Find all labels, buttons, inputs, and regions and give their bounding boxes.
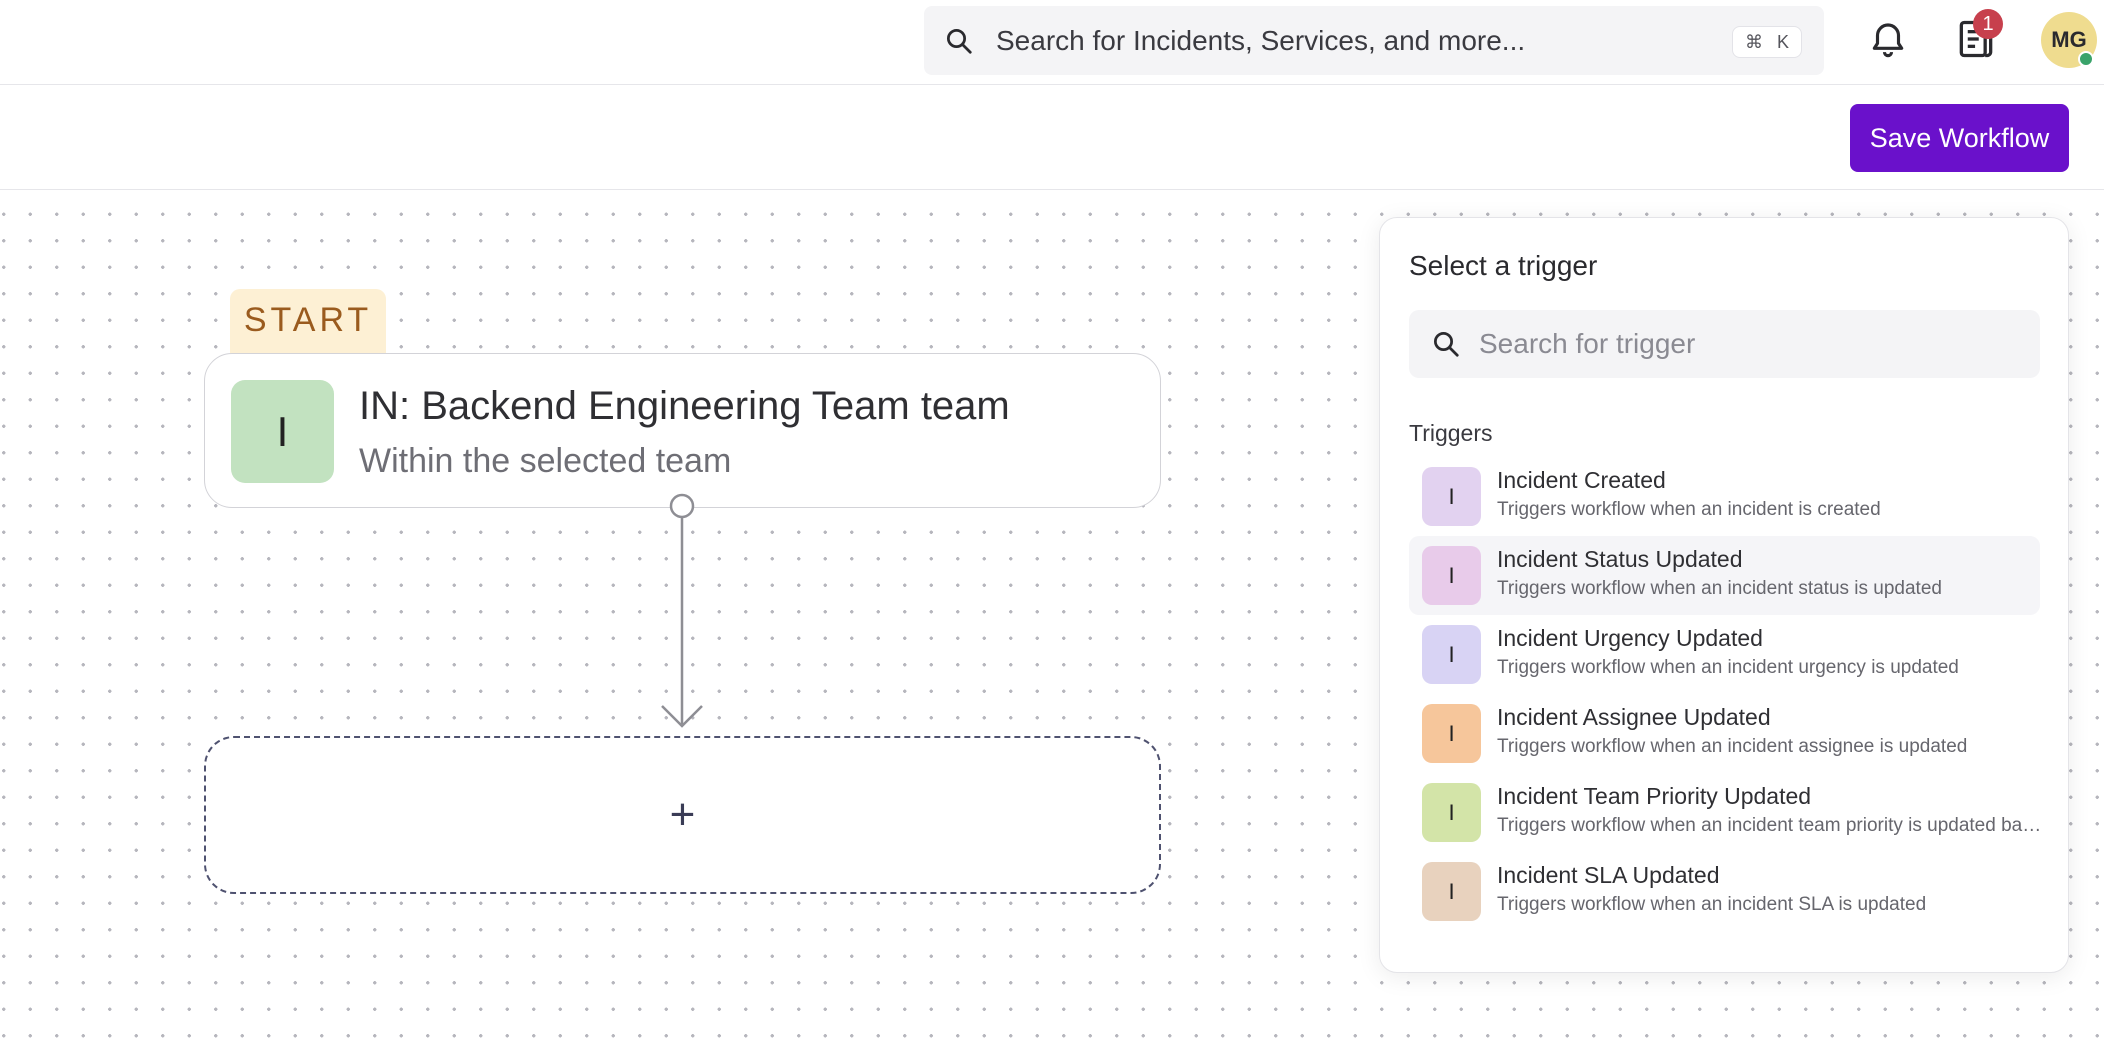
notification-badge: 1 <box>1973 9 2003 39</box>
trigger-title: Incident Created <box>1497 467 1666 493</box>
trigger-title: Incident SLA Updated <box>1497 862 1720 888</box>
online-status-dot <box>2078 51 2094 67</box>
trigger-item-incident-team-priority-updated[interactable]: I Incident Team Priority Updated Trigger… <box>1409 773 2049 852</box>
trigger-item-incident-assignee-updated[interactable]: I Incident Assignee Updated Triggers wor… <box>1409 694 2049 773</box>
trigger-icon: I <box>1422 862 1481 921</box>
trigger-title: Incident Urgency Updated <box>1497 625 1763 651</box>
panel-title: Select a trigger <box>1409 250 1598 281</box>
trigger-title: Incident Status Updated <box>1497 546 1743 572</box>
trigger-description: Triggers workflow when an incident is cr… <box>1497 499 1881 520</box>
node-subtitle: Within the selected team <box>359 442 732 480</box>
trigger-description: Triggers workflow when an incident assig… <box>1497 736 1968 757</box>
add-step-placeholder[interactable]: + <box>204 736 1161 894</box>
node-icon: I <box>231 380 334 483</box>
trigger-description: Triggers workflow when an incident urgen… <box>1497 657 1959 678</box>
global-search-placeholder: Search for Incidents, Services, and more… <box>996 24 1526 56</box>
search-icon <box>947 28 972 54</box>
trigger-list: I Incident Created Triggers workflow whe… <box>1409 457 2049 931</box>
search-icon <box>1434 332 1459 357</box>
trigger-title: Incident Team Priority Updated <box>1497 783 1812 809</box>
trigger-item-incident-sla-updated[interactable]: I Incident SLA Updated Triggers workflow… <box>1409 852 2049 931</box>
trigger-search-input[interactable] <box>1479 328 2019 360</box>
trigger-icon: I <box>1422 783 1481 842</box>
trigger-title: Incident Assignee Updated <box>1497 704 1771 730</box>
start-label: START <box>230 289 386 355</box>
triggers-section-label: Triggers <box>1409 420 1493 446</box>
command-key-icon: ⌘ <box>1744 31 1763 52</box>
trigger-item-incident-urgency-updated[interactable]: I Incident Urgency Updated Triggers work… <box>1409 615 2049 694</box>
trigger-search-bar <box>1409 310 2040 378</box>
save-workflow-button[interactable]: Save Workflow <box>1850 104 2069 172</box>
search-shortcut-hint: ⌘ K <box>1731 26 1802 58</box>
trigger-item-incident-status-updated[interactable]: I Incident Status Updated Triggers workf… <box>1409 536 2040 615</box>
trigger-icon: I <box>1422 467 1481 526</box>
bell-icon[interactable] <box>1867 18 1909 60</box>
trigger-icon: I <box>1422 546 1481 605</box>
node-title: IN: Backend Engineering Team team <box>359 384 1010 428</box>
trigger-icon: I <box>1422 625 1481 684</box>
shortcut-key: K <box>1776 31 1789 52</box>
plus-icon: + <box>669 790 696 839</box>
top-bar: Search for Incidents, Services, and more… <box>0 0 2104 85</box>
trigger-description: Triggers workflow when an incident SLA i… <box>1497 894 1927 915</box>
trigger-icon: I <box>1422 704 1481 763</box>
trigger-item-incident-created[interactable]: I Incident Created Triggers workflow whe… <box>1409 457 2049 536</box>
global-search-bar[interactable]: Search for Incidents, Services, and more… <box>924 6 1824 75</box>
workflow-toolbar: Save Workflow <box>0 86 2104 190</box>
trigger-description: Triggers workflow when an incident statu… <box>1497 578 1942 599</box>
trigger-panel: Select a trigger Triggers I Incident Cre… <box>1379 217 2069 973</box>
start-node-card[interactable]: I IN: Backend Engineering Team team With… <box>204 353 1161 508</box>
trigger-description: Triggers workflow when an incident team … <box>1497 815 2049 836</box>
